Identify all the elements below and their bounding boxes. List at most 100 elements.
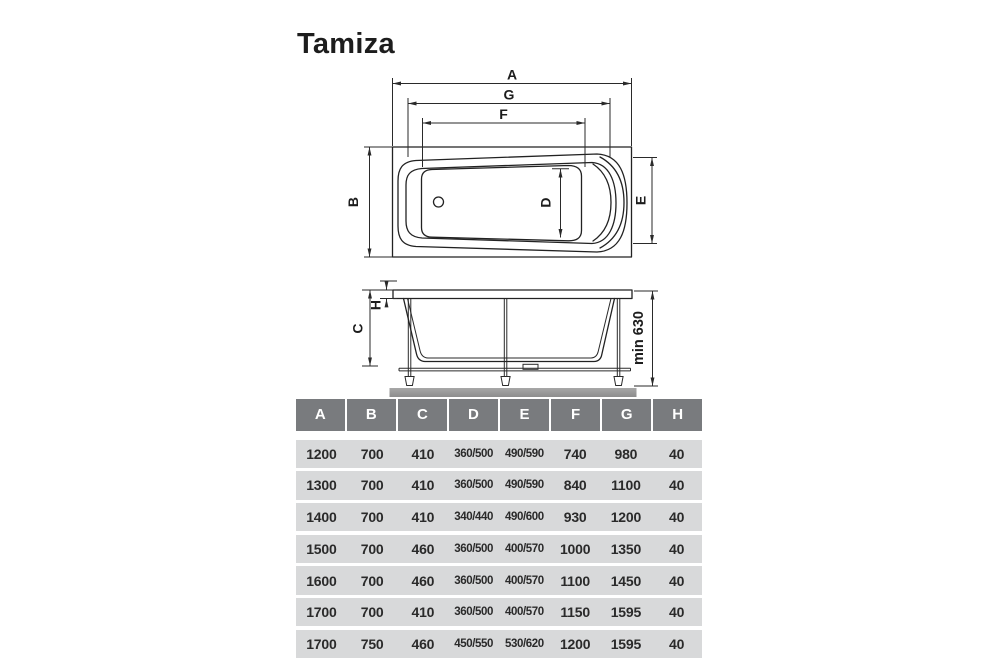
table-cell: 700 (360, 572, 384, 589)
table-cell: 410 (411, 445, 435, 462)
table-cell: 1700 (306, 604, 337, 621)
table-cell: 1450 (610, 572, 642, 589)
table-cell: 360/500 (454, 542, 494, 555)
table-cell: 40 (669, 445, 685, 462)
table-cell: 40 (669, 477, 685, 494)
table-cell: 700 (360, 509, 384, 526)
table-cell: 1400 (306, 509, 337, 526)
dimension-label-min-height: min 630 (631, 311, 647, 365)
table-cell: 410 (411, 477, 435, 494)
table-cell: 400/570 (504, 606, 544, 619)
dimension-label-e: E (633, 196, 649, 205)
table-cell: 1200 (559, 635, 591, 652)
product-title: Tamiza (297, 28, 395, 60)
table-cell: 1350 (610, 540, 642, 557)
dimension-label-c: C (350, 323, 366, 333)
dimension-label-d: D (538, 197, 554, 207)
header-cell-b: B (347, 399, 396, 431)
table-cell: 410 (411, 604, 435, 621)
table-cell: 700 (360, 604, 384, 621)
table-cell: 700 (360, 445, 384, 462)
table-cell: 40 (669, 604, 685, 621)
table-cell: 700 (360, 540, 384, 557)
table-cell: 360/500 (454, 479, 494, 492)
frame-legs (407, 298, 621, 377)
table-cell: 980 (614, 445, 638, 462)
table-cell: 490/600 (504, 511, 544, 524)
table-cell: 360/500 (454, 574, 494, 587)
bathtub-top-view: A G F B E D (345, 67, 657, 258)
table-cell: 740 (563, 445, 587, 462)
table-cell: 40 (669, 540, 685, 557)
table-cell: 1150 (560, 604, 590, 621)
header-cell-c: C (398, 399, 447, 431)
table-cell: 1595 (610, 604, 642, 621)
table-row: 1300 700 410 360/500 490/590 840 1100 40 (296, 471, 702, 500)
drain-hole (432, 196, 445, 208)
tub-rim-outline (397, 153, 628, 253)
header-cell-e: E (500, 399, 549, 431)
dimension-label-a: A (507, 67, 517, 83)
floor (389, 388, 637, 397)
table-row: 1700 750 460 450/550 530/620 1200 1595 4… (296, 629, 702, 659)
drain-fitting (522, 363, 539, 370)
frame-rails (398, 367, 631, 372)
table-cell: 460 (411, 572, 435, 589)
tub-outer-edge (391, 146, 633, 258)
header-cell-g: G (602, 399, 651, 431)
headrest-inner-arc (592, 163, 612, 242)
dimension-label-f: F (499, 106, 508, 122)
frame-feet (404, 376, 624, 386)
table-cell: 750 (360, 635, 384, 652)
table-cell: 450/550 (454, 637, 494, 650)
table-row: 1500 700 460 360/500 400/570 1000 1350 4… (296, 534, 702, 564)
table-cell: 40 (669, 572, 685, 589)
tub-rim-inner-outline (405, 161, 617, 245)
tub-shell-inner (407, 298, 612, 359)
header-cell-d: D (449, 399, 498, 431)
dimension-label-g: G (504, 87, 515, 103)
table-cell: 1100 (560, 572, 590, 589)
table-cell: 1500 (306, 540, 337, 557)
header-cell-f: F (551, 399, 600, 431)
header-cell-a: A (296, 399, 345, 431)
table-cell: 360/500 (454, 606, 494, 619)
table-cell: 930 (563, 509, 587, 526)
table-cell: 40 (669, 635, 685, 652)
headrest-outer-arc (599, 156, 625, 249)
table-cell: 1300 (306, 477, 337, 494)
table-cell: 840 (563, 477, 587, 494)
table-cell: 410 (411, 509, 435, 526)
dimension-label-h: H (368, 300, 384, 310)
table-cell: 1000 (559, 540, 591, 557)
table-cell: 1595 (610, 635, 642, 652)
bathtub-side-view: C H min 630 (350, 280, 658, 397)
table-cell: 490/590 (504, 479, 544, 492)
table-cell: 400/570 (504, 542, 544, 555)
table-cell: 1600 (306, 572, 337, 589)
tub-shell-profile (402, 297, 616, 363)
table-cell: 1200 (306, 445, 337, 462)
table-cell: 1100 (611, 477, 641, 494)
table-cell: 1700 (306, 635, 337, 652)
table-header-row: A B C D E F G H (296, 399, 702, 431)
table-cell: 40 (669, 509, 685, 526)
table-cell: 360/500 (454, 447, 494, 460)
header-cell-h: H (653, 399, 702, 431)
table-cell: 460 (411, 540, 435, 557)
table-cell: 400/570 (504, 574, 544, 587)
tub-basin-outline (420, 164, 583, 242)
table-row: 1400 700 410 340/440 490/600 930 1200 40 (296, 502, 702, 532)
table-row: 1200 700 410 360/500 490/590 740 980 40 (296, 439, 702, 468)
table-row: 1700 700 410 360/500 400/570 1150 1595 4… (296, 597, 702, 627)
table-cell: 1200 (610, 509, 642, 526)
dimension-label-b: B (345, 197, 361, 207)
technical-drawing: A G F B E D (345, 67, 658, 397)
tub-rim-profile (392, 289, 633, 300)
table-cell: 340/440 (454, 511, 494, 524)
table-cell: 530/620 (504, 637, 544, 650)
dimensions-table: A B C D E F G H 1200 700 410 360/500 490… (296, 399, 702, 661)
table-cell: 460 (411, 635, 435, 652)
table-cell: 490/590 (504, 447, 544, 460)
